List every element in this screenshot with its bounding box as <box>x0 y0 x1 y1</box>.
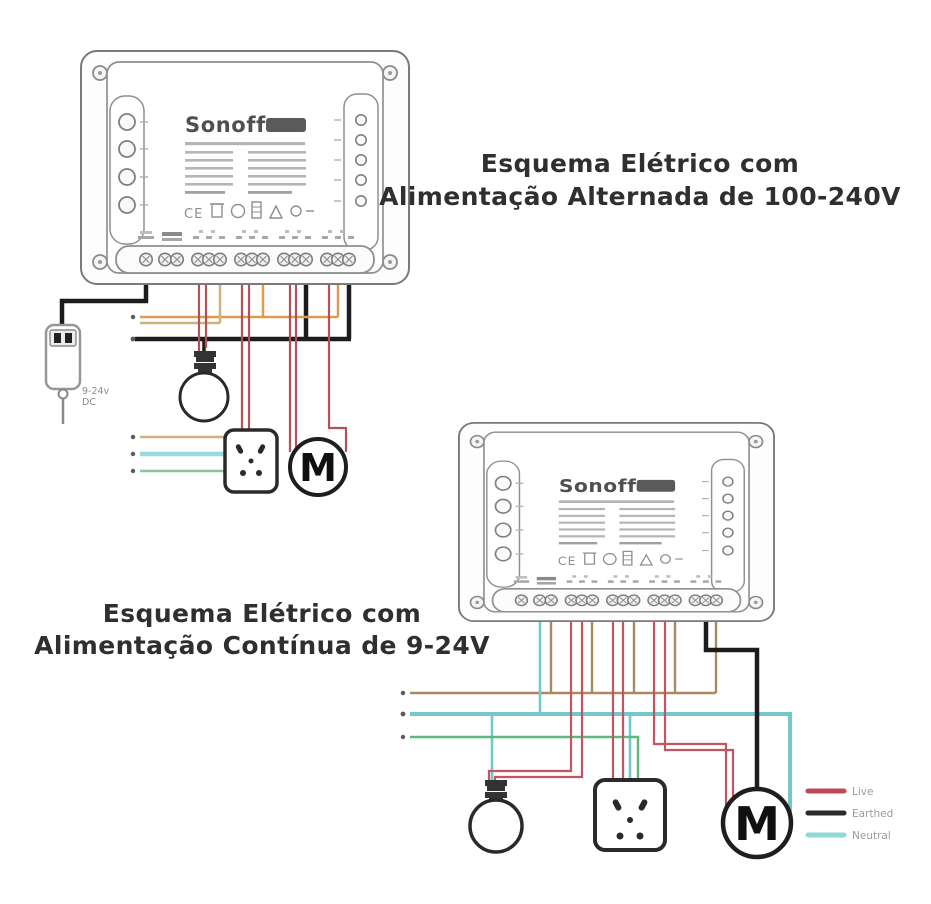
legend-row-neutral: Neutral <box>805 830 891 842</box>
light-bulb-ac <box>178 351 230 423</box>
motor-dc: M <box>720 786 794 860</box>
legend-row-earthed: Earthed <box>805 808 893 820</box>
dc-green-bus-wire <box>410 735 640 780</box>
dc-heading-line2: Alimentação Contínua de 9-24V <box>34 631 490 660</box>
legend: Live Earthed Neutral <box>805 786 893 842</box>
legend-earthed-label: Earthed <box>852 808 893 820</box>
dc-red-load-wires <box>487 611 735 809</box>
ac-circuit: 9-24v DC M Esquema Elétrico com <box>44 51 901 497</box>
socket-hole-icon <box>248 458 254 464</box>
ac-heading-line2: Alimentação Alternada de 100-240V <box>379 182 901 211</box>
motor-label: M <box>734 797 780 851</box>
power-adapter: 9-24v DC <box>44 323 110 424</box>
socket-hole-icon <box>616 832 624 840</box>
sonoff-device-dc <box>459 423 774 621</box>
adapter-type-label: DC <box>82 397 96 408</box>
adapter-terminal-icon <box>65 333 72 343</box>
socket-hole-icon <box>627 817 633 823</box>
socket-hole-icon <box>612 799 622 811</box>
dc-circuit: M Esquema Elétrico com Alimentação Contí… <box>34 423 893 860</box>
socket-hole-icon <box>240 470 246 476</box>
socket-ac <box>223 428 279 494</box>
light-bulb-dc <box>468 780 524 854</box>
socket-dc <box>593 778 667 852</box>
dc-black-motor-wire <box>703 611 760 789</box>
legend-live-label: Live <box>852 786 873 798</box>
socket-hole-icon <box>235 444 244 454</box>
bulb-glass <box>178 371 230 423</box>
bulb-glass <box>468 798 524 854</box>
socket-hole-icon <box>638 799 648 811</box>
adapter-voltage-label: 9-24v <box>82 386 110 397</box>
motor-circle <box>720 786 794 860</box>
ac-heading: Esquema Elétrico com Alimentação Alterna… <box>379 149 901 211</box>
socket-face <box>593 778 667 852</box>
motor-circle <box>288 437 348 497</box>
motor-ac: M <box>288 437 348 497</box>
socket-hole-icon <box>636 832 644 840</box>
dc-heading: Esquema Elétrico com Alimentação Contínu… <box>34 599 490 660</box>
dc-circuit-wires <box>400 611 792 812</box>
legend-row-live: Live <box>805 786 873 798</box>
sonoff-device-ac <box>81 51 409 284</box>
motor-label: M <box>299 446 337 490</box>
ac-heading-line1: Esquema Elétrico com <box>481 149 799 178</box>
dc-cyan-bus-wire <box>410 712 792 812</box>
socket-hole-icon <box>257 444 266 454</box>
adapter-terminal-icon <box>54 333 61 343</box>
dc-heading-line1: Esquema Elétrico com <box>103 599 421 628</box>
legend-neutral-label: Neutral <box>852 830 891 842</box>
socket-hole-icon <box>256 470 262 476</box>
